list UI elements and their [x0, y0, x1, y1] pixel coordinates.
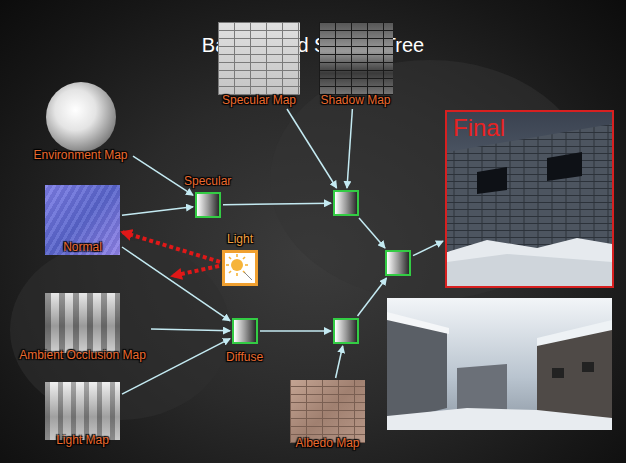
combiner-box: Diffuse — [232, 318, 258, 344]
flow-arrow — [122, 339, 230, 395]
node-label: Normal — [45, 240, 120, 254]
combiner-box — [333, 318, 359, 344]
combiner-box — [333, 190, 359, 216]
light-direction-arrow — [172, 266, 219, 276]
node-label: Ambient Occlusion Map — [16, 348, 149, 362]
faint-shape — [10, 240, 230, 420]
scene-screenshot — [387, 298, 612, 430]
texture-node: Light Map — [45, 382, 120, 447]
flow-arrow — [336, 346, 343, 378]
flow-arrow — [287, 109, 337, 188]
texture-node: Albedo Map — [290, 380, 365, 450]
flow-arrow — [122, 207, 193, 216]
node-label: Light Map — [45, 433, 120, 447]
texture-image — [290, 380, 365, 443]
faint-shape — [270, 60, 590, 300]
final-render-box: Final — [445, 110, 614, 288]
sun-icon — [225, 253, 255, 283]
slide-title: Background Shader Tree — [0, 33, 626, 57]
flow-arrow — [260, 330, 331, 332]
final-render-image — [447, 112, 612, 286]
flow-arrow — [413, 241, 443, 256]
combiner-box: Specular — [195, 192, 221, 218]
node-label: Specular Map — [218, 93, 300, 107]
node-label: Final — [453, 114, 505, 142]
flow-arrow — [122, 247, 230, 321]
node-label: Albedo Map — [290, 436, 365, 450]
texture-node: Ambient Occlusion Map — [16, 293, 149, 362]
light-icon-box: Light — [222, 250, 258, 286]
node-label: Specular — [184, 174, 231, 188]
combiner-box — [385, 250, 411, 276]
flow-arrow — [358, 278, 387, 316]
flow-arrow — [223, 203, 331, 205]
texture-image — [319, 22, 393, 95]
node-label: Environment Map — [30, 148, 131, 162]
flow-arrow — [347, 109, 352, 188]
flow-arrow — [359, 218, 385, 248]
texture-image — [45, 382, 120, 440]
texture-image — [45, 293, 120, 353]
texture-node: Environment Map — [30, 82, 131, 162]
node-label: Light — [227, 232, 253, 246]
texture-image — [45, 185, 120, 255]
flow-arrow — [151, 329, 230, 331]
texture-node: Normal — [45, 185, 120, 255]
node-label: Diffuse — [226, 350, 263, 364]
node-label: Shadow Map — [317, 93, 394, 107]
texture-image — [46, 82, 116, 152]
flow-arrow — [133, 156, 193, 195]
texture-image — [218, 22, 300, 95]
